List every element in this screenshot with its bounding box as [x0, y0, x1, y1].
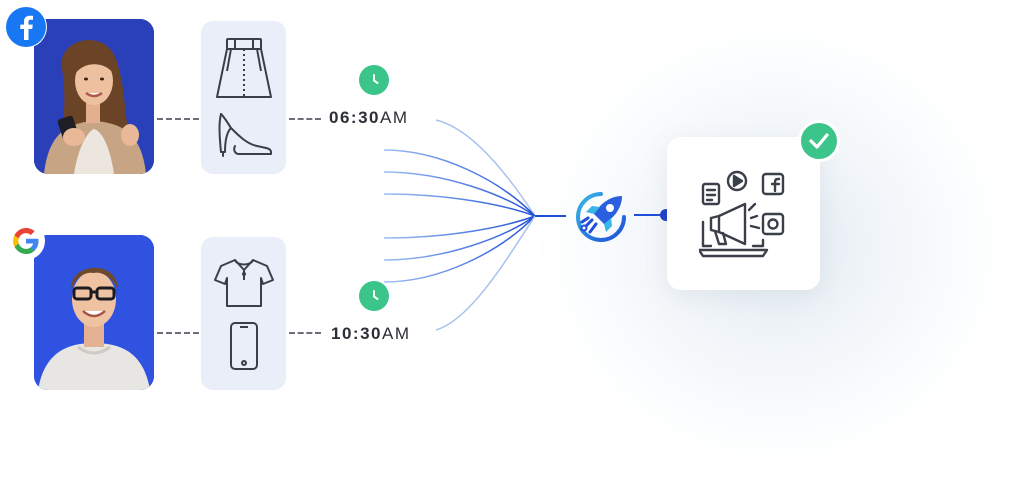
flow-line — [383, 171, 536, 217]
high-heel-shoe-icon — [218, 113, 272, 157]
dotted-connector — [157, 332, 199, 334]
polo-shirt-icon — [214, 259, 274, 307]
product-card-tech-apparel — [201, 237, 286, 390]
flow-line — [383, 215, 536, 239]
customer-photo-man — [34, 235, 154, 390]
time-meridiem: AM — [379, 108, 409, 127]
product-card-fashion — [201, 21, 286, 174]
flow-line-bottom — [435, 215, 536, 331]
dotted-connector — [289, 332, 321, 334]
clock-icon — [359, 281, 389, 311]
dotted-connector — [289, 118, 321, 120]
facebook-badge — [5, 6, 47, 48]
google-badge — [7, 222, 45, 260]
flow-line-top — [435, 119, 536, 217]
facebook-icon — [6, 7, 46, 47]
time-value: 06:30 — [329, 108, 380, 127]
rocket-icon — [576, 192, 626, 242]
time-value: 10:30 — [331, 324, 382, 343]
flow-line — [383, 215, 536, 283]
flow-line — [383, 149, 536, 217]
customer-photo-woman — [34, 19, 154, 174]
smartphone-icon — [230, 322, 258, 370]
flow-line — [383, 193, 536, 217]
send-time-1: 06:30AM — [329, 108, 408, 128]
clock-icon — [359, 65, 389, 95]
marketing-channels-card — [667, 137, 820, 290]
skirt-icon — [216, 38, 272, 98]
google-icon — [13, 228, 39, 254]
time-meridiem: AM — [381, 324, 411, 343]
digital-marketing-icon — [699, 170, 785, 258]
check-icon — [798, 120, 840, 162]
send-time-2: 10:30AM — [331, 324, 410, 344]
flow-line — [383, 215, 536, 261]
dotted-connector — [157, 118, 199, 120]
